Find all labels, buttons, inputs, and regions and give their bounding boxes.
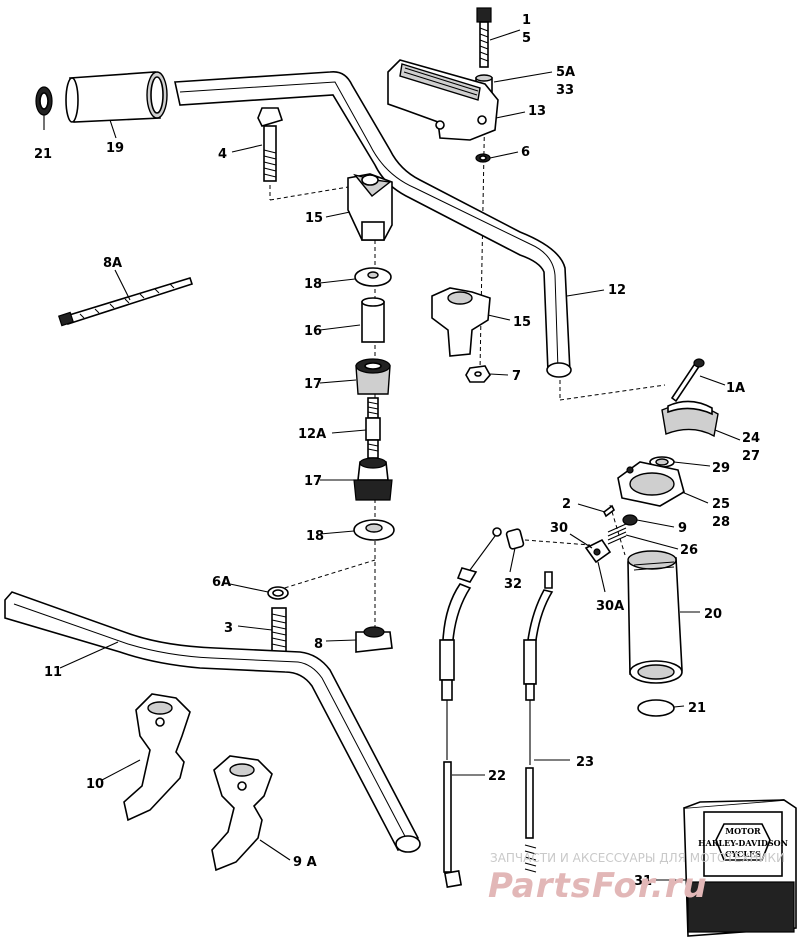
washer-18-top bbox=[354, 267, 392, 287]
label-5: 5 bbox=[522, 31, 531, 46]
label-17-top: 17 bbox=[304, 377, 322, 392]
bushing-17-bottom bbox=[353, 457, 393, 501]
left-grip bbox=[65, 71, 168, 123]
label-12a: 12A bbox=[298, 427, 326, 442]
lower-handlebar bbox=[4, 591, 421, 853]
label-32: 32 bbox=[504, 577, 522, 592]
label-7: 7 bbox=[512, 369, 521, 384]
label-18-top: 18 bbox=[304, 277, 322, 292]
end-cap-right-21 bbox=[637, 699, 675, 717]
label-10: 10 bbox=[86, 777, 104, 792]
label-18-bottom: 18 bbox=[306, 529, 324, 544]
cable-tie-8a bbox=[57, 277, 194, 327]
label-25: 25 bbox=[712, 497, 730, 512]
bushing-17-top bbox=[355, 358, 391, 395]
label-9: 9 bbox=[678, 521, 687, 536]
label-24: 24 bbox=[742, 431, 760, 446]
label-23: 23 bbox=[576, 755, 594, 770]
label-1: 1 bbox=[522, 13, 531, 28]
label-8a: 8A bbox=[103, 256, 122, 271]
stud-12a bbox=[365, 397, 381, 459]
label-1a: 1A bbox=[726, 381, 745, 396]
label-30a: 30A bbox=[596, 599, 624, 614]
riser-15-upper bbox=[347, 173, 393, 241]
assembly-lines bbox=[269, 94, 666, 640]
washer-6a bbox=[267, 586, 289, 600]
harley-logo-box-31: MOTOR HARLEY-DAVIDSON CYCLES bbox=[683, 799, 797, 937]
watermark: ЗАПЧАСТИ И АКСЕССУАРЫ ДЛЯ МОТОТЕХНИКИ Pa… bbox=[488, 851, 785, 906]
label-15-lower: 15 bbox=[513, 315, 531, 330]
watermark-caption: ЗАПЧАСТИ И АКСЕССУАРЫ ДЛЯ МОТОТЕХНИКИ bbox=[490, 851, 785, 865]
label-9a: 9 A bbox=[293, 855, 317, 870]
riser-9a bbox=[211, 755, 273, 872]
screw-2 bbox=[602, 504, 616, 518]
logo-text-middle: HARLEY-DAVIDSON bbox=[698, 838, 788, 848]
top-clamp-13 bbox=[387, 59, 499, 141]
label-21-left: 21 bbox=[34, 147, 52, 162]
cable-22 bbox=[439, 527, 502, 889]
throttle-grip-20 bbox=[627, 550, 683, 684]
riser-10 bbox=[123, 693, 191, 822]
label-17-bottom: 17 bbox=[304, 474, 322, 489]
label-15-upper: 15 bbox=[305, 211, 323, 226]
label-30: 30 bbox=[550, 521, 568, 536]
label-33: 33 bbox=[556, 83, 574, 98]
label-6: 6 bbox=[521, 145, 530, 160]
label-8: 8 bbox=[314, 637, 323, 652]
label-2: 2 bbox=[562, 497, 571, 512]
throttle-housing-top-24 bbox=[661, 400, 719, 438]
label-22: 22 bbox=[488, 769, 506, 784]
label-20: 20 bbox=[704, 607, 722, 622]
label-21-right: 21 bbox=[688, 701, 706, 716]
label-19: 19 bbox=[106, 141, 124, 156]
throttle-housing-bottom-25 bbox=[617, 461, 685, 507]
spring-26 bbox=[607, 523, 627, 545]
label-13: 13 bbox=[528, 104, 546, 119]
label-3: 3 bbox=[224, 621, 233, 636]
watermark-logo: PartsFor.ru bbox=[488, 866, 708, 906]
ferrule-32 bbox=[505, 528, 525, 550]
label-16: 16 bbox=[304, 324, 322, 339]
label-28: 28 bbox=[712, 515, 730, 530]
part-labels: 1 5 5A 33 13 6 21 19 4 15 12 8A 18 16 15… bbox=[34, 13, 760, 889]
bolt-1 bbox=[476, 7, 492, 68]
riser-15-lower bbox=[431, 287, 491, 357]
logo-text-top: MOTOR bbox=[725, 826, 761, 836]
label-4: 4 bbox=[218, 147, 227, 162]
lock-washer-6 bbox=[475, 153, 491, 163]
label-27: 27 bbox=[742, 449, 760, 464]
label-5a: 5A bbox=[556, 65, 575, 80]
label-12: 12 bbox=[608, 283, 626, 298]
label-6a: 6A bbox=[212, 575, 231, 590]
cable-23 bbox=[523, 571, 554, 873]
leader-lines bbox=[43, 29, 741, 881]
upper-handlebar bbox=[174, 70, 572, 378]
label-26: 26 bbox=[680, 543, 698, 558]
nut-8 bbox=[355, 626, 393, 653]
nut-7 bbox=[465, 365, 491, 383]
bolt-4 bbox=[257, 107, 284, 182]
label-29: 29 bbox=[712, 461, 730, 476]
label-11: 11 bbox=[44, 665, 62, 680]
screw-1a bbox=[670, 358, 705, 403]
end-cap-left bbox=[35, 86, 53, 116]
label-31: 31 bbox=[634, 874, 652, 889]
friction-pad-30 bbox=[584, 538, 612, 564]
ferrule-29 bbox=[649, 456, 675, 468]
washer-18-bottom bbox=[353, 519, 395, 541]
sleeve-16 bbox=[361, 297, 385, 343]
spring-9 bbox=[622, 514, 638, 526]
logo-text-bottom: CYCLES bbox=[725, 849, 761, 859]
